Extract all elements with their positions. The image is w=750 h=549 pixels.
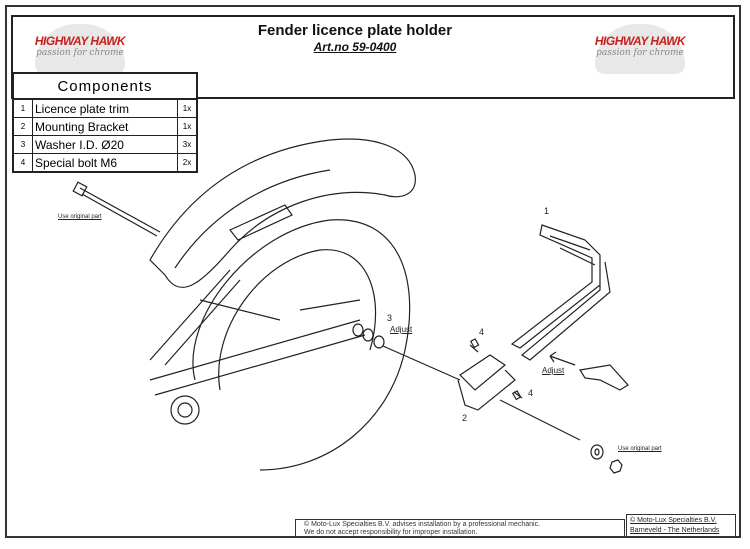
adjust-label: Adjust — [390, 325, 413, 334]
callout-1: 1 — [544, 206, 550, 216]
page-title: Fender licence plate holder — [257, 22, 453, 39]
component-name: Licence plate trim — [32, 98, 178, 118]
long-bolt — [79, 187, 161, 237]
callout-4: 4 — [528, 388, 534, 398]
fender-inner — [174, 169, 331, 269]
callout-3: 3 — [387, 313, 393, 323]
component-name: Washer I.D. Ø20 — [32, 135, 178, 154]
article-number: Art.no 59-0400 — [313, 40, 397, 54]
frame-tubes — [149, 269, 361, 366]
disclaimer-box: © Moto-Lux Specialties B.V. advises inst… — [295, 519, 625, 538]
mounting-bracket — [457, 354, 516, 411]
nut-original — [609, 459, 623, 474]
washer-original — [590, 444, 604, 460]
component-qty: 1x — [177, 98, 198, 118]
trim-profile — [579, 364, 629, 391]
disclaimer-line: We do not accept responsibility for impr… — [304, 529, 478, 536]
row-number: 1 — [12, 98, 33, 118]
washer — [373, 335, 385, 349]
row-number: 3 — [12, 135, 33, 154]
component-qty: 2x — [177, 153, 198, 173]
washer — [352, 323, 364, 337]
wheel-tire — [192, 219, 411, 471]
licence-plate-trim — [510, 224, 611, 361]
callout-2: 2 — [462, 413, 468, 423]
component-name: Special bolt M6 — [32, 153, 178, 173]
fender-slot — [229, 204, 293, 241]
callout-4: 4 — [479, 327, 485, 337]
logo-brand: HIGHWAY HAWK — [594, 34, 686, 48]
swingarm — [149, 319, 366, 396]
components-heading: Components — [13, 73, 197, 100]
disclaimer-line: © Moto-Lux Specialties B.V. advises inst… — [304, 521, 541, 528]
use-original-part-label: Use original part — [58, 214, 102, 220]
adjust-label: Adjust — [542, 366, 565, 375]
header-box — [11, 15, 735, 99]
brand-logo-left: HIGHWAY HAWK passion for chrome — [25, 24, 135, 74]
component-qty: 3x — [177, 135, 198, 154]
company-box: © Moto-Lux Specialties B.V. Barneveld - … — [626, 514, 736, 538]
row-number: 4 — [12, 153, 33, 173]
adjust-arrow — [549, 351, 576, 366]
logo-tagline: passion for chrome — [36, 48, 124, 58]
axle-nut — [170, 395, 200, 425]
washer — [362, 328, 374, 342]
component-name: Mounting Bracket — [32, 117, 178, 136]
company-name: © Moto-Lux Specialties B.V. — [630, 517, 717, 524]
use-original-part-label: Use original part — [618, 446, 662, 452]
row-number: 2 — [12, 117, 33, 136]
logo-brand: HIGHWAY HAWK — [34, 34, 126, 48]
logo-tagline: passion for chrome — [596, 48, 684, 58]
wheel-rim — [218, 249, 377, 391]
fender-outline — [149, 138, 416, 288]
brand-logo-right: HIGHWAY HAWK passion for chrome — [585, 24, 695, 74]
company-location: Barneveld - The Netherlands — [630, 527, 720, 534]
component-qty: 1x — [177, 117, 198, 136]
